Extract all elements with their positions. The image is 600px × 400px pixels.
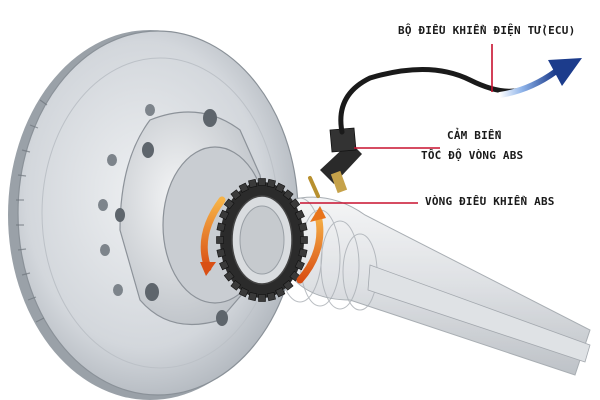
ring-tooth	[248, 178, 258, 189]
ring-tooth	[219, 209, 230, 220]
ring-tooth	[258, 294, 266, 302]
ring-tooth	[294, 260, 305, 271]
abs-tone-ring	[216, 178, 308, 302]
ring-tooth	[238, 287, 249, 298]
ring-tooth	[266, 291, 276, 302]
ecu-arrow	[497, 58, 582, 98]
ring-tooth	[219, 260, 230, 271]
ring-tooth	[300, 236, 308, 244]
abs-speed-sensor	[308, 127, 362, 198]
ring-tooth	[230, 189, 242, 200]
ring-tooth	[275, 182, 286, 193]
leader-lines	[300, 44, 493, 204]
label-sensor-line2: TỐC ĐỘ VÒNG ABS	[421, 149, 524, 162]
label-ecu: BỘ ĐIỀU KHIỂN ĐIỆN TỬ(ECU)	[398, 24, 576, 37]
ring-tooth	[223, 198, 235, 210]
drive-shaft	[277, 196, 591, 376]
ring-tooth	[216, 236, 224, 244]
ring-tooth	[238, 182, 249, 193]
ring-tooth	[248, 291, 258, 302]
ring-tooth	[216, 248, 226, 258]
ring-tooth	[289, 198, 301, 210]
ring-tooth	[282, 189, 294, 200]
ring-tooth	[298, 222, 308, 232]
sensor-cable	[338, 66, 523, 135]
ring-tooth	[216, 222, 226, 232]
ring-tooth	[294, 209, 305, 220]
label-abs-ring: VÒNG ĐIỀU KHIỂN ABS	[425, 195, 555, 208]
ring-tooth	[282, 280, 294, 291]
ring-tooth	[223, 270, 235, 282]
ring-tooth	[298, 248, 308, 258]
label-sensor-line1: CẢM BIẾN	[447, 129, 502, 142]
ring-tooth	[258, 178, 266, 186]
ring-tooth	[275, 287, 286, 298]
ring-tooth	[266, 178, 276, 189]
rotation-arrows	[200, 196, 326, 284]
ring-tooth	[230, 280, 242, 291]
